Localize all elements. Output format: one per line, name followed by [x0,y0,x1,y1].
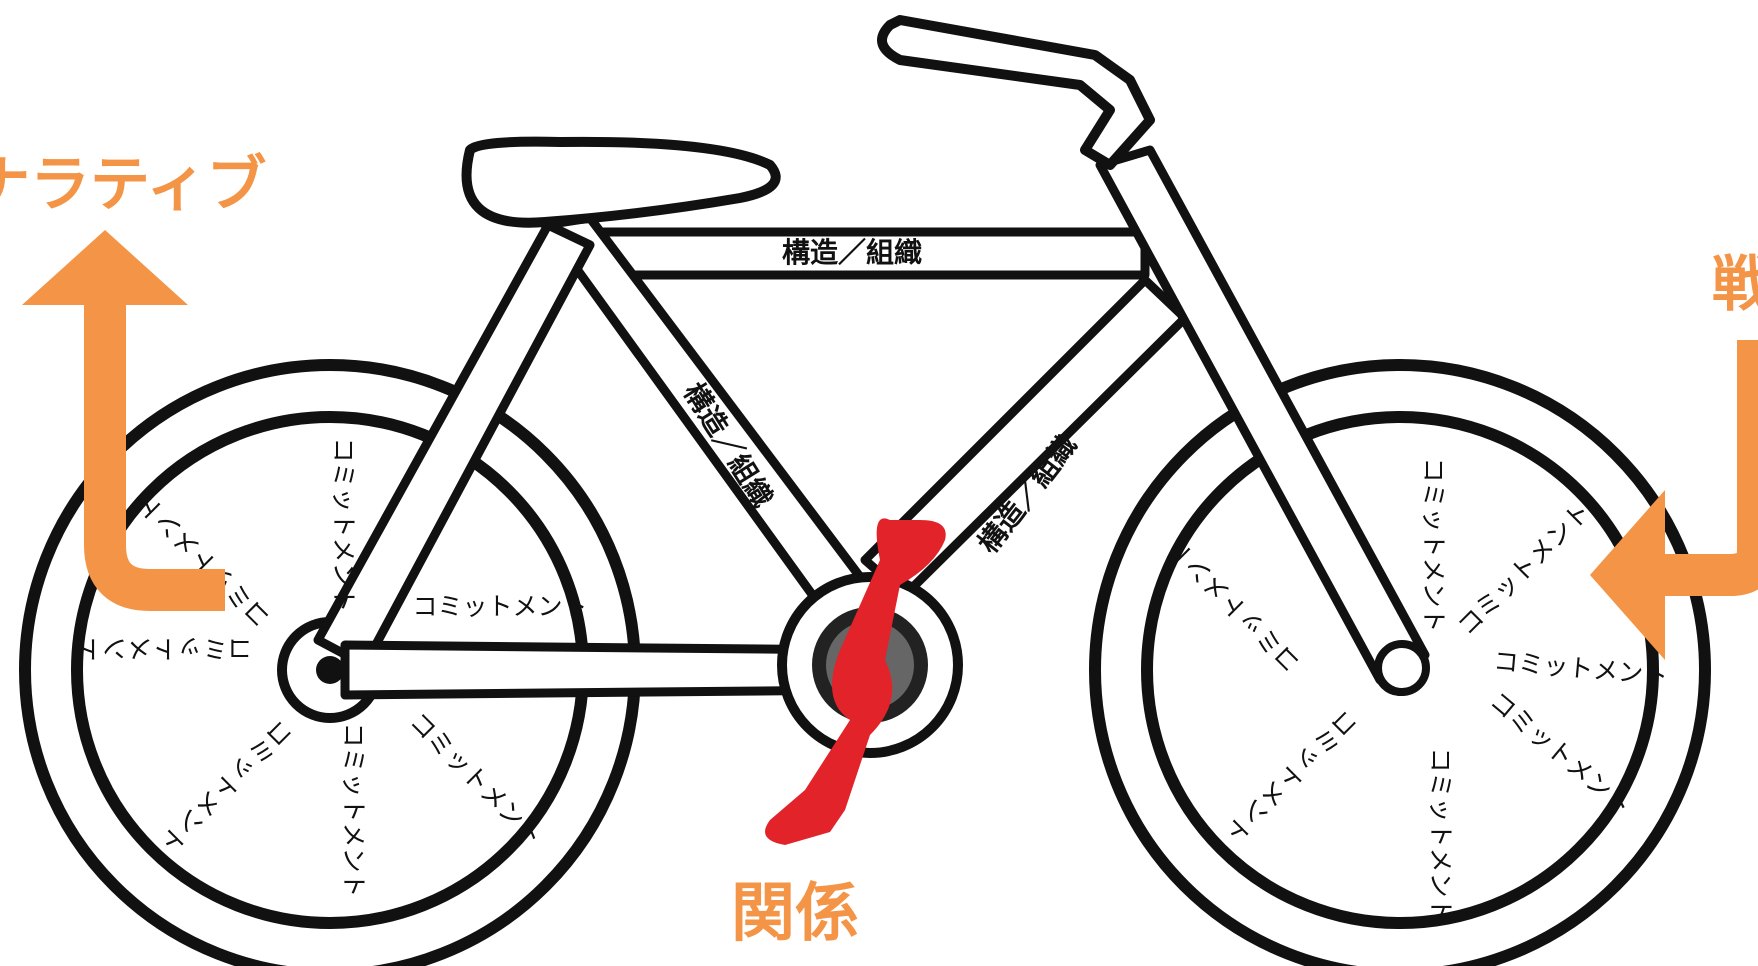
rear-spoke-label: コミットメント [404,707,548,851]
rear-spoke-label: コミットメント [412,592,587,621]
front-spoke-label: コミットメント [1219,704,1363,848]
narrative-label: ナラティブ [0,150,266,220]
pedal-crank [765,518,946,845]
top-tube-label: 構造／組織 [782,236,922,269]
front-spoke-label: コミットメント [1484,686,1637,821]
frame [313,145,1430,700]
rear-spoke-label: コミットメント [154,714,298,858]
front-spoke-label: コミットメント [1452,497,1596,641]
relation-label: 関係 [731,877,859,951]
narrative-arrow [22,230,225,611]
strategy-arrow [1590,340,1758,660]
front-spoke-label: コミットメント [1162,534,1306,678]
rear-spoke-label: コミットメント [339,722,368,897]
rear-spoke-label: コミットメント [132,489,276,633]
front-spoke-label: コミットメント [1426,747,1455,922]
handlebar [877,15,1155,170]
rear-spoke-label: コミットメント [329,437,358,612]
front-spoke-label: コミットメント [1492,646,1669,690]
saddle [461,136,781,228]
strategy-label: 戦 [1712,250,1758,320]
front-spoke-label: コミットメント [1419,457,1448,632]
rear-hub [316,656,344,684]
rear-spoke-label: コミットメント [77,634,252,663]
